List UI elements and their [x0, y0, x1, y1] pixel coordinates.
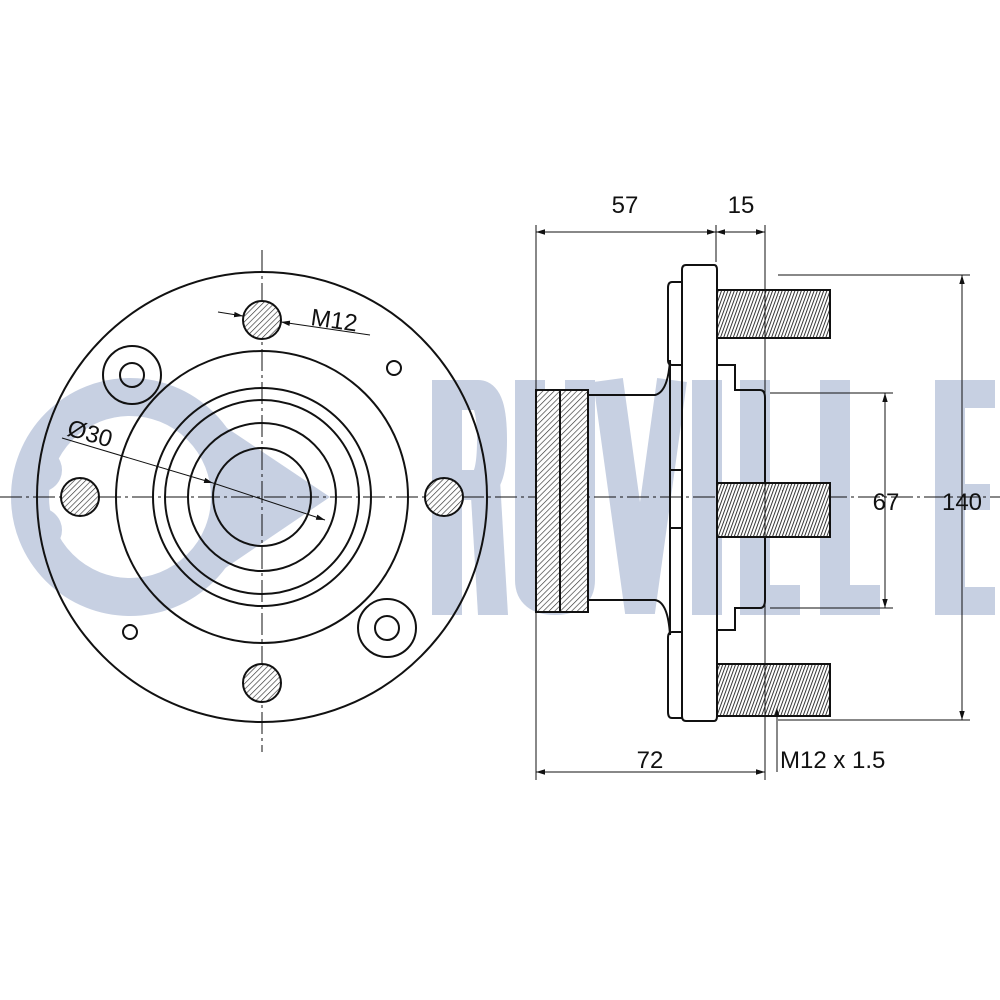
side-view: 57 15 72 67 140 M12 x 1.5 — [535, 192, 982, 780]
bore — [212, 447, 312, 547]
seal-ring — [559, 389, 589, 613]
hub-outline — [115, 350, 409, 644]
brand-logo — [11, 378, 330, 616]
abs-ring — [535, 389, 561, 613]
flange — [681, 264, 718, 722]
dim-57: 57 — [612, 192, 639, 219]
side-studs — [716, 289, 831, 717]
dim-72: 72 — [637, 747, 664, 774]
bore-diameter-label: Ø30 — [64, 415, 115, 453]
dim-67: 67 — [873, 489, 900, 516]
stud-size-label: M12 — [309, 304, 359, 337]
dim-15: 15 — [728, 192, 755, 219]
wheel-studs — [60, 300, 464, 703]
dim-140: 140 — [942, 489, 982, 516]
front-view: M12 Ø30 — [36, 271, 488, 723]
thread-spec-label: M12 x 1.5 — [780, 747, 885, 774]
flange-outline — [36, 271, 488, 723]
